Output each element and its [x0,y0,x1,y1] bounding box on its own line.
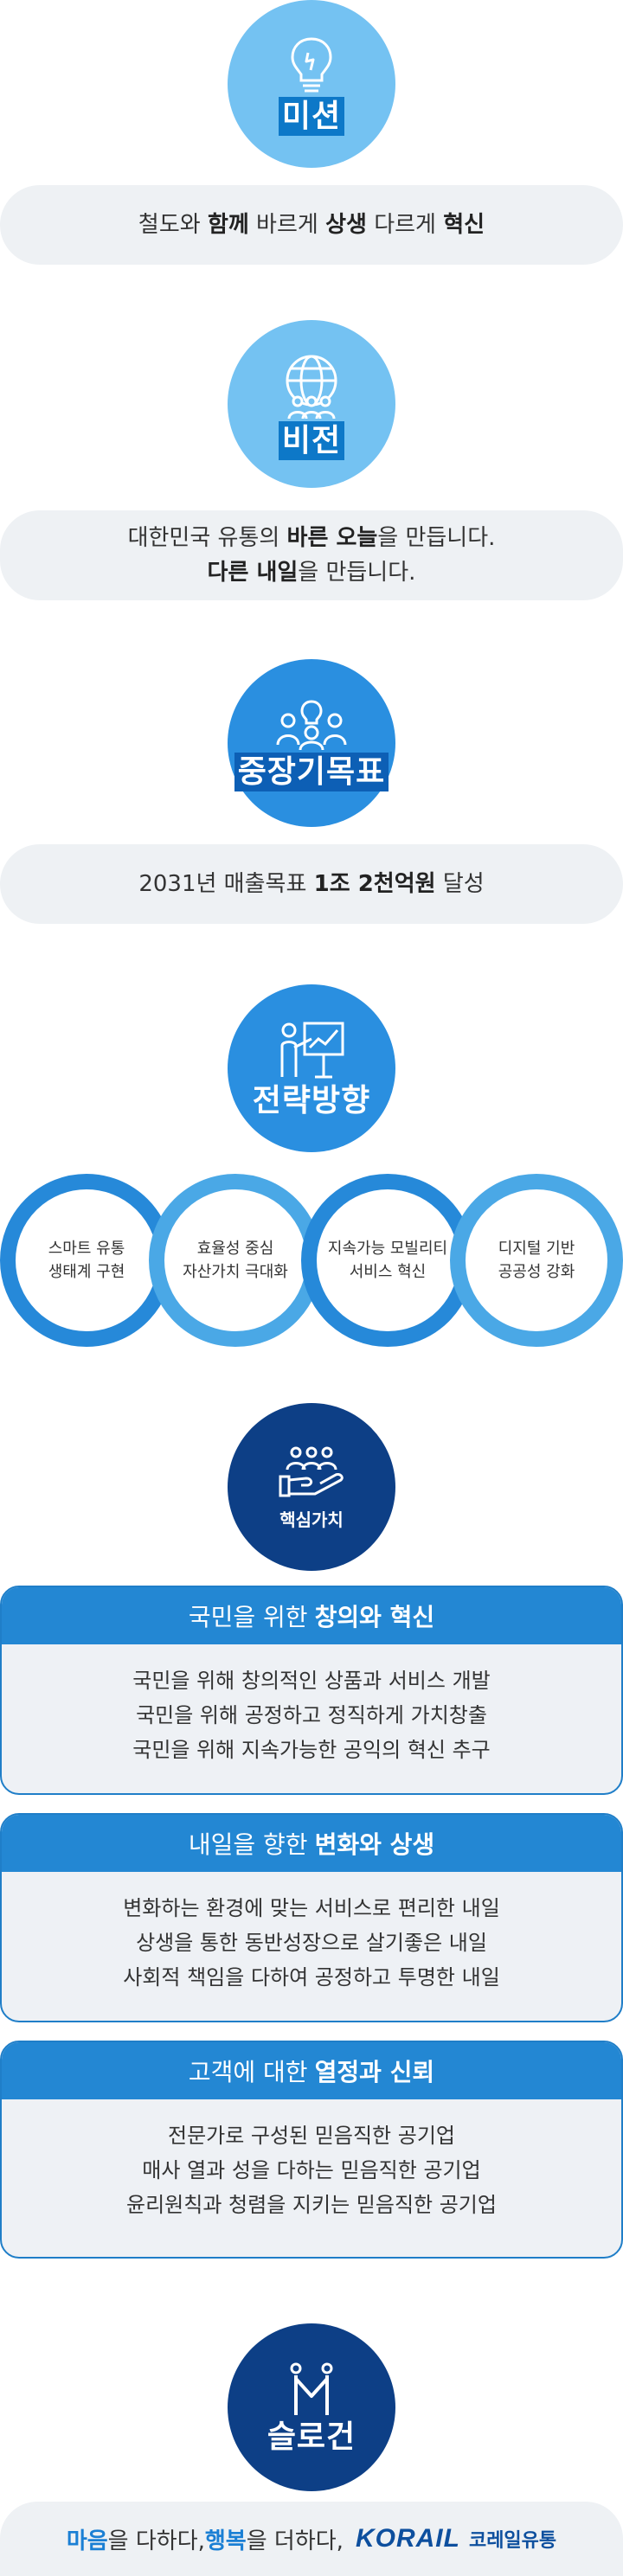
strategy-item-line: 생태계 구현 [48,1263,125,1281]
value-card-line: 국민을 위해 창의적인 상품과 서비스 개발 [132,1669,491,1693]
value-card-line: 사회적 책임을 다하여 공정하고 투명한 내일 [123,1965,500,1990]
vision-text-part: 을 만듭니다. [377,525,496,551]
joined-hands-icon [290,2362,333,2415]
strategy-item-line: 효율성 중심 [196,1240,274,1258]
mission-bold-2: 상생 [325,212,367,238]
value-card-line: 상생을 통한 동반성장으로 살기좋은 내일 [136,1931,487,1955]
value-card-line: 국민을 위해 공정하고 정직하게 가치창출 [136,1703,487,1727]
goal-text-part: 달성 [435,871,485,897]
values-label: 핵심가치 [279,1509,344,1530]
value-card-line: 전문가로 구성된 믿음직한 공기업 [167,2124,455,2148]
mission-text-part: 철도와 [138,212,208,238]
value-card-head-bold: 열정과 신뢰 [314,2058,435,2086]
strategy-item-line: 지속가능 모빌리티 [327,1240,448,1258]
slogan-highlight-2: 행복 [204,2528,247,2554]
strategy-item-line: 공공성 강화 [498,1263,575,1281]
vision-text-part: 대한민국 유통의 [127,525,287,551]
strategy-item-line: 스마트 유통 [48,1240,125,1258]
mission-text-part: 다르게 [366,212,444,238]
mission-bold-3: 혁신 [443,212,485,238]
vision-text: 대한민국 유통의 바른 오늘을 만듭니다. 다른 내일을 만듭니다. [0,510,623,600]
value-card-head-bold: 변화와 상생 [314,1830,435,1859]
mission-text: 철도와 함께 바르게 상생 다르게 혁신 [0,185,623,265]
strategy-item-line: 디지털 기반 [498,1240,575,1258]
vision-bold-2: 다른 내일 [207,560,299,586]
values-circle: 핵심가치 [228,1403,395,1571]
korail-logo-sub: 코레일유통 [468,2530,557,2552]
value-card-line: 윤리원칙과 청렴을 지키는 믿음직한 공기업 [126,2193,497,2217]
slogan-text-part: 을 다하다, [107,2528,205,2554]
vision-circle: 비전 [228,320,395,488]
globe-people-icon [286,355,337,420]
value-card-line: 매사 열과 성을 다하는 믿음직한 공기업 [142,2158,481,2182]
strategy-item-line: 서비스 혁신 [349,1263,427,1281]
korail-logo-text: KORAIL [355,2524,460,2553]
value-card-line: 국민을 위해 지속가능한 공익의 혁신 추구 [132,1738,491,1762]
strategy-label: 전략방향 [252,1083,371,1118]
strategy-item-line: 자산가치 극대화 [183,1263,288,1281]
strategy-circle: 전략방향 [228,984,395,1152]
slogan-circle: 슬로건 [228,2323,395,2491]
hand-people-icon [279,1446,344,1496]
goal-label: 중장기목표 [234,753,389,791]
mission-bold-1: 함께 [207,212,249,238]
mission-text-part: 바르게 [248,212,326,238]
goal-text-part: 2031년 매출목표 [138,871,314,897]
vision-label: 비전 [278,421,345,460]
goal-circle: 중장기목표 [228,659,395,827]
lightbulb-icon [291,37,332,93]
value-card-head: 고객에 대한 [188,2058,308,2086]
team-ideas-icon [276,700,347,751]
value-card-head: 내일을 향한 [188,1830,308,1859]
mission-label: 미션 [278,97,345,136]
slogan-highlight-1: 마음 [66,2528,108,2554]
value-card-head-bold: 창의와 혁신 [314,1603,435,1631]
goal-text: 2031년 매출목표 1조 2천억원 달성 [0,844,623,924]
value-card-line: 변화하는 환경에 맞는 서비스로 편리한 내일 [123,1896,500,1920]
slogan-text-part: 을 더하다, [246,2528,344,2554]
presenter-icon [280,1022,344,1079]
korail-logo: KORAIL 코레일유통 [356,2524,556,2554]
vision-bold-1: 바른 오늘 [286,525,378,551]
mission-circle: 미션 [228,0,395,168]
vision-text-part: 을 만듭니다. [298,560,416,586]
goal-bold: 1조 2천억원 [313,871,436,897]
slogan-label: 슬로건 [267,2419,356,2455]
value-card-head: 국민을 위한 [188,1603,308,1631]
